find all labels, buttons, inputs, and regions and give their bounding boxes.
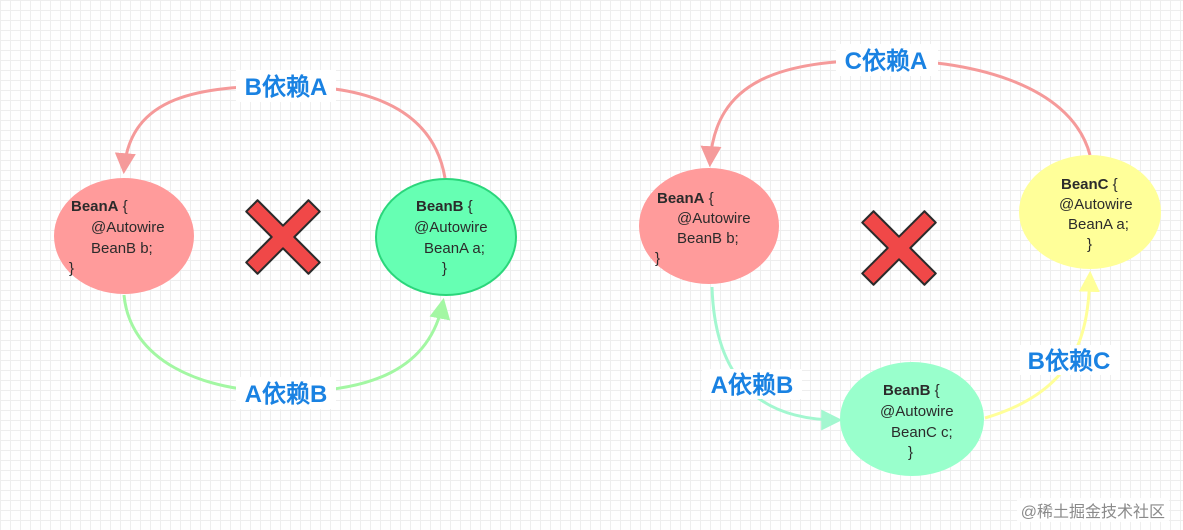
left-node-bean-a: BeanA { @Autowire BeanB b; } [54,178,194,294]
right-bean-b-field: BeanC c; [891,424,953,441]
left-diagram: B依赖A A依赖B BeanA { @Autowire BeanB b; } B… [54,70,517,409]
right-bean-b-name: BeanB [883,382,931,399]
cross-mark-icon [861,210,937,286]
svg-text:BeanB { @Autowire: BeanB { @Autowire BeanC c; } [880,382,958,461]
svg-text:BeanC { @Autowire: BeanC { @Autowire BeanA a; } [1059,176,1137,253]
right-node-bean-a: BeanA { @Autowire BeanB b; } [639,168,779,284]
svg-text:BeanA { @Autowire: BeanA { @Autowire BeanB b; } [655,190,755,267]
right-bean-c-annotation: @Autowire [1059,196,1133,213]
left-bean-a-annotation: @Autowire [91,219,165,236]
right-bean-b-annotation: @Autowire [880,403,954,420]
left-bean-b-open-brace: { [464,198,473,215]
right-edge-a-depends-b [710,286,843,431]
left-bean-a-close-brace: } [69,260,74,277]
left-label-a-depends-b: A依赖B [245,381,328,408]
right-bean-c-name: BeanC [1061,176,1109,193]
left-label-b-depends-a: B依赖A [245,74,328,101]
right-node-bean-c: BeanC { @Autowire BeanA a; } [1019,155,1161,269]
cross-mark-icon [245,199,321,275]
right-bean-a-annotation: @Autowire [677,210,751,227]
svg-text:BeanA { @Autowire: BeanA { @Autowire BeanB b; } [69,198,169,277]
left-bean-a-name: BeanA [71,198,119,215]
left-node-bean-b: BeanB { @Autowire BeanA a; } [375,178,517,296]
watermark: @稀土掘金技术社区 [1016,498,1169,522]
left-bean-a-open-brace: { [119,198,128,215]
right-bean-c-open-brace: { [1109,176,1118,193]
right-bean-c-close-brace: } [1087,236,1092,253]
right-label-b-depends-c: B依赖C [1028,348,1111,375]
left-bean-a-field: BeanB b; [91,240,153,257]
left-bean-b-name: BeanB [416,198,464,215]
right-bean-b-close-brace: } [908,444,913,461]
right-bean-a-field: BeanB b; [677,230,739,247]
right-bean-a-close-brace: } [655,250,660,267]
right-bean-a-open-brace: { [705,190,714,207]
svg-text:BeanB { @Autowire: BeanB { @Autowire BeanA a; } [414,198,492,277]
right-bean-a-name: BeanA [657,190,705,207]
left-bean-b-close-brace: } [442,260,447,277]
right-diagram: C依赖A A依赖B B依赖C BeanA { @Autowire BeanB b… [639,44,1161,476]
right-bean-b-open-brace: { [931,382,940,399]
left-bean-b-annotation: @Autowire [414,219,488,236]
right-bean-c-field: BeanA a; [1068,216,1129,233]
left-bean-b-field: BeanA a; [424,240,485,257]
right-node-bean-b: BeanB { @Autowire BeanC c; } [840,362,984,476]
right-label-c-depends-a: C依赖A [845,48,928,75]
right-label-a-depends-b: A依赖B [711,372,794,399]
